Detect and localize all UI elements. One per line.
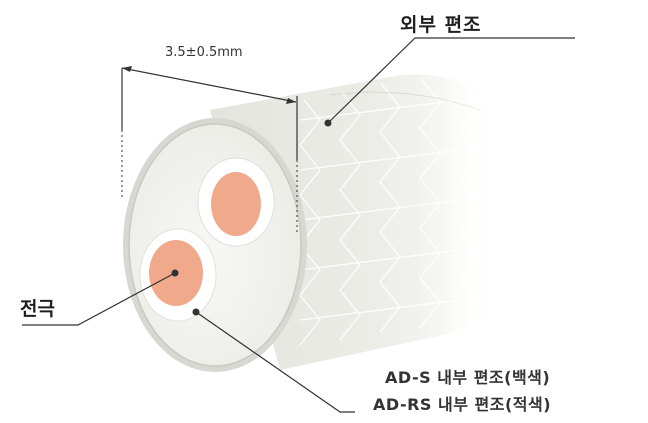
inner-braid-s-label: AD-S 내부 편조(백색): [385, 368, 551, 387]
outer-braid-leader: [327, 37, 575, 124]
lower-conductor: [139, 228, 217, 322]
inner-braid-leader: [195, 311, 355, 413]
leader-lines: [22, 37, 575, 413]
electrode-label: 전극: [20, 298, 55, 320]
braid-pattern: [299, 77, 500, 346]
upper-conductor: [197, 157, 275, 247]
inner-braid-rs-label: AD-RS 내부 편조(적색): [373, 395, 552, 414]
dimension-label: 3.5±0.5mm: [165, 45, 243, 60]
outer-braid-label: 외부 편조: [400, 14, 482, 36]
electrode-leader: [22, 272, 176, 326]
dimension-marker: [121, 66, 298, 235]
